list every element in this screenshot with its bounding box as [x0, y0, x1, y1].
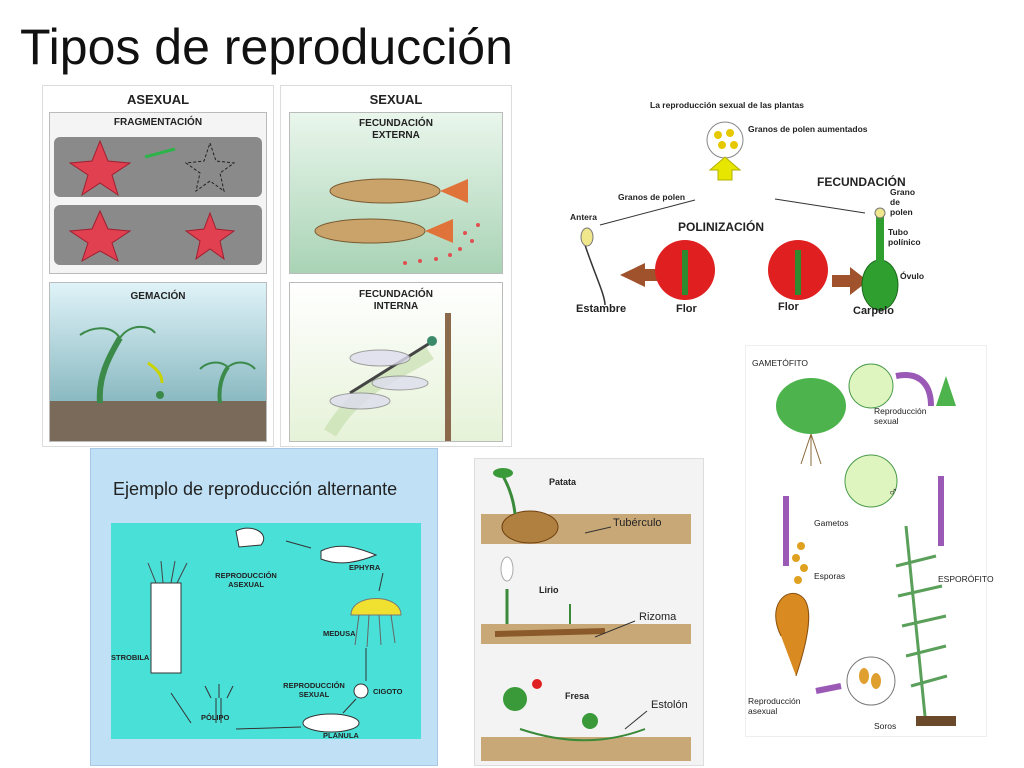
jellyfish-cycle [147, 527, 402, 733]
cigoto-label: CIGOTO [373, 687, 403, 696]
fecundacion-label: FECUNDACIÓN [817, 175, 906, 189]
fern-panel: GAMETÓFITO Reproducción sexual Gametos ♂… [745, 345, 994, 737]
alternation-panel: Ejemplo de reproducción alternante REPRO… [90, 448, 438, 766]
fragmentation-box: FRAGMENTACIÓN [49, 112, 267, 274]
ephyra-label: EPHYRA [349, 563, 381, 572]
vegetative-diagram [481, 468, 691, 761]
plant-panel-title: La reproducción sexual de las plantas [650, 100, 804, 110]
alternation-title: Ejemplo de reproducción alternante [113, 479, 398, 499]
jelly-asexual-label: REPRODUCCIÓN ASEXUAL [215, 571, 277, 589]
strobila-label: STROBILA [111, 653, 150, 662]
fern-diagram [775, 363, 956, 727]
lirio-label: Lirio [539, 585, 559, 595]
pollen-label: Granos de polen [618, 192, 686, 202]
fragmentation-label: FRAGMENTACIÓN [113, 117, 203, 128]
fresa-label: Fresa [565, 691, 590, 701]
flor-right-label: Flor [778, 301, 799, 313]
gametofito-label: GAMETÓFITO [752, 358, 809, 368]
tubo-polinico-label: Tubo polínico [888, 227, 921, 247]
internal-fertilization-label: FECUNDACIÓN INTERNA [359, 289, 433, 312]
fern-sexual-label: Reproducción sexual [874, 406, 927, 426]
patata-label: Patata [549, 477, 577, 487]
external-fertilization-box: FECUNDACIÓN EXTERNA [289, 112, 503, 274]
tuberculo-label: Tubérculo [613, 517, 662, 529]
sexual-panel: SEXUAL FECUNDACIÓN EXTERNA FECUNDACIÓN I… [280, 85, 512, 447]
fern-asexual-label: Reproducción asexual [748, 696, 801, 716]
ovulo-label: Óvulo [900, 271, 925, 281]
estolon-label: Estolón [651, 699, 688, 711]
polipo-label: PÓLIPO [201, 713, 230, 722]
asexual-header: ASEXUAL [126, 92, 190, 107]
jellyfish-diagram-bg: REPRODUCCIÓN ASEXUAL EPHYRA MEDUSA STROB… [111, 523, 421, 740]
hydra-illustration [50, 325, 266, 441]
estambre-label: Estambre [576, 303, 627, 315]
slide-title: Tipos de reproducción [20, 19, 513, 75]
male-symbol: ♂ [888, 484, 898, 499]
plant-diagram [580, 121, 899, 311]
plant-reproduction-panel: La reproducción sexual de las plantas Gr… [560, 95, 940, 325]
asexual-panel: ASEXUAL FRAGMENTACIÓN GEMACIÓN [42, 85, 274, 447]
flor-left-label: Flor [676, 303, 697, 315]
antera-label: Antera [570, 212, 597, 222]
dragonfly-illustration [323, 313, 451, 441]
esporas-label: Esporas [814, 571, 846, 581]
gemation-box: GEMACIÓN [49, 282, 267, 442]
sexual-header: SEXUAL [369, 92, 423, 107]
rizoma-label: Rizoma [639, 611, 677, 623]
esporofito-label: ESPORÓFITO [938, 574, 994, 584]
grano-de-polen-label: Grano de polen [890, 187, 916, 217]
gametos-label: Gametos [814, 518, 849, 528]
gemation-label: GEMACIÓN [130, 291, 186, 302]
internal-fertilization-box: FECUNDACIÓN INTERNA [289, 282, 503, 442]
pollen-enlarged-label: Granos de polen aumentados [748, 124, 868, 134]
planula-label: PLÁNULA [323, 731, 359, 740]
starfish-illustration [54, 137, 262, 265]
vegetative-panel: Patata Tubérculo Lirio Rizoma Fresa Esto… [474, 458, 704, 766]
external-fertilization-label: FECUNDACIÓN EXTERNA [359, 118, 433, 141]
fish-illustration [314, 178, 480, 265]
jelly-sexual-label: REPRODUCCIÓN SEXUAL [283, 681, 345, 699]
soros-label: Soros [874, 721, 897, 731]
medusa-label: MEDUSA [323, 629, 356, 638]
polinizacion-label: POLINIZACIÓN [678, 220, 764, 234]
carpelo-label: Carpelo [853, 305, 894, 317]
